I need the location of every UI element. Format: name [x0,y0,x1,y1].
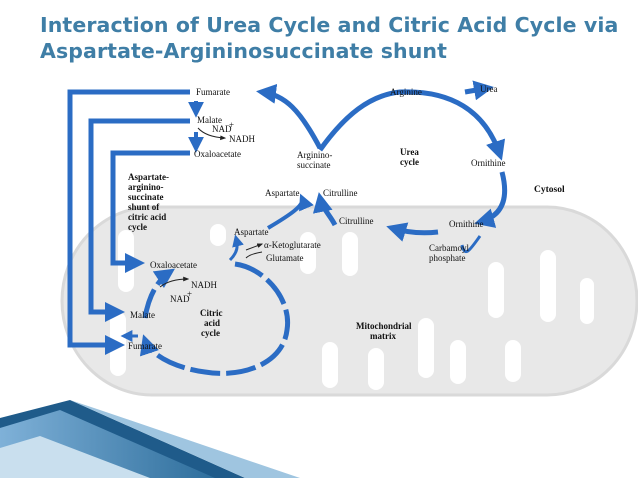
slide-title-line-2: Aspartate-Argininosuccinate shunt [40,39,447,63]
slide-title: Interaction of Urea Cycle and Citric Aci… [40,12,630,64]
citric-acid-cycle-arrows [139,261,291,376]
glutamate-label: Glutamate [266,253,304,263]
citrulline-mito-label: Citrulline [339,216,374,226]
decorative-slant-shapes [0,400,300,478]
arginine-label: Arginine [390,87,422,97]
oxaloacetate-transfer-arrow [110,150,190,273]
urea-label: Urea [480,84,498,94]
cytosol-label: Cytosol [534,185,565,195]
urea-cycle-label-2: cycle [400,157,419,167]
fumarate-release-arrow [256,83,323,150]
argininosuccinate-label-2: succinate [297,160,330,170]
carbamoyl-phosphate-label-1: Carbamoyl [429,243,469,253]
slide-title-line-1: Interaction of Urea Cycle and Citric Aci… [40,13,619,37]
carbamoyl-phosphate-label-2: phosphate [429,253,466,263]
urea-release-arrow [464,80,494,101]
shunt-line-2: arginino- [128,182,164,192]
oxaloacetate-mito-label: Oxaloacetate [150,260,197,270]
nad-plus-mito-label: NAD [170,294,190,304]
mito-matrix-label-1: Mitochondrial [356,321,412,331]
citric-cycle-label-1: Citric [200,308,223,318]
shunt-line-1: Aspartate- [128,172,169,182]
citric-cycle-label-2: acid [204,318,220,328]
malate-transfer-arrow [88,118,190,322]
aspartate-cytosol-label: Aspartate [265,188,299,198]
citric-cycle-label-3: cycle [201,328,220,338]
nad-plus-mito-sup: + [187,289,192,299]
shunt-line-4: shunt of [128,202,160,212]
shunt-line-6: cycle [128,222,147,232]
aspartate-mito-label: Aspartate [234,227,268,237]
ornithine-cytosol-label: Ornithine [471,158,506,168]
citrulline-cytosol-label: Citrulline [323,188,358,198]
malate-cytosol-label: Malate [197,115,222,125]
oxaloacetate-cytosol-label: Oxaloacetate [194,149,241,159]
argininosuccinate-label-1: Arginino- [297,150,332,160]
aspartate-transport-arrows [266,193,482,254]
nadh-mito-label: NADH [191,280,217,290]
shunt-bracket-arrows [67,89,190,355]
fumarate-mito-label: Fumarate [128,341,162,351]
shunt-line-3: succinate [128,192,164,202]
matrix-side-arrows [120,234,264,342]
malate-mito-label: Malate [130,310,155,320]
shunt-caption: Aspartate- arginino- succinate shunt of … [128,172,169,232]
urea-cycle-label-1: Urea [400,147,419,157]
mito-matrix-label-2: matrix [370,331,396,341]
nad-plus-cytosol-label: NAD [212,124,232,134]
fumarate-cytosol-label: Fumarate [196,87,230,97]
nadh-cytosol-label: NADH [229,134,255,144]
mitochondrion-shape [60,205,638,397]
ornithine-mito-label: Ornithine [449,219,484,229]
nad-plus-cytosol-sup: + [229,120,234,130]
fumarate-transfer-arrow [67,89,190,355]
urea-cycle-arrows [256,80,508,242]
alpha-ketoglutarate-label: α-Ketoglutarate [264,240,321,250]
cytosol-left-arrows [188,101,227,153]
shunt-line-5: citric acid [128,212,166,222]
